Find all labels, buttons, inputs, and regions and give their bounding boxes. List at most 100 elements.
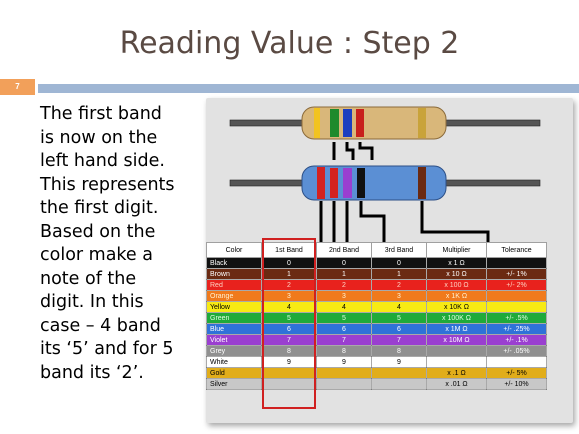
table-cell-b1: 0 <box>261 257 317 269</box>
body-line: its ‘5’ and for 5 <box>40 339 174 359</box>
column-header: Multiplier <box>426 242 487 258</box>
table-cell-color: Green <box>206 312 262 324</box>
body-line: the first digit. <box>40 198 159 218</box>
table-cell-tol <box>486 257 547 269</box>
table-header-row: Color 1st Band 2nd Band 3rd Band Multipl… <box>206 242 547 258</box>
table-cell-b1: 2 <box>261 279 317 291</box>
table-cell-color: Blue <box>206 323 262 335</box>
table-cell-mult: x 100 Ω <box>426 279 487 291</box>
table-cell-tol <box>486 301 547 313</box>
table-cell-b1: 1 <box>261 268 317 280</box>
table-cell-tol: +/- .05% <box>486 345 547 357</box>
column-header: 2nd Band <box>316 242 372 258</box>
band-brown <box>418 167 426 199</box>
band-yellow <box>314 108 320 138</box>
table-cell-color: White <box>206 356 262 368</box>
resistor-illustration <box>229 106 541 246</box>
table-cell-b2: 8 <box>316 345 372 357</box>
table-cell-b2: 2 <box>316 279 372 291</box>
table-cell-b2: 5 <box>316 312 372 324</box>
table-cell-color: Yellow <box>206 301 262 313</box>
table-cell-b2: 4 <box>316 301 372 313</box>
table-cell-tol: +/- 10% <box>486 378 547 390</box>
table-cell-mult <box>426 345 487 357</box>
table-cell-b1 <box>261 378 317 390</box>
table-cell-color: Brown <box>206 268 262 280</box>
table-cell-color: Grey <box>206 345 262 357</box>
table-cell-b2: 9 <box>316 356 372 368</box>
resistor-color-code-figure: Color 1st Band 2nd Band 3rd Band Multipl… <box>206 98 573 423</box>
table-cell-b1: 7 <box>261 334 317 346</box>
body-line: is now on the <box>40 127 158 148</box>
five-band-resistor <box>229 165 541 201</box>
table-cell-b3: 8 <box>371 345 427 357</box>
table-cell-mult <box>426 356 487 368</box>
table-cell-b2 <box>316 367 372 379</box>
table-cell-b2: 1 <box>316 268 372 280</box>
band-blue <box>343 109 352 137</box>
table-cell-mult: x .01 Ω <box>426 378 487 390</box>
table-cell-b1 <box>261 367 317 379</box>
table-row: Silver x .01 Ω+/- 10% <box>206 378 547 390</box>
body-text: The first band is now on the left hand s… <box>40 103 202 385</box>
table-cell-b3: 4 <box>371 301 427 313</box>
table-cell-b2: 7 <box>316 334 372 346</box>
table-cell-tol: +/- .5% <box>486 312 547 324</box>
table-cell-b1: 8 <box>261 345 317 357</box>
body-line: color make a <box>40 245 153 265</box>
table-cell-tol: +/- 1% <box>486 268 547 280</box>
column-header: 3rd Band <box>371 242 427 258</box>
slide-title: Reading Value : Step 2 <box>119 26 460 61</box>
table-cell-mult: x 10M Ω <box>426 334 487 346</box>
table-cell-b1: 3 <box>261 290 317 302</box>
table-cell-tol: +/- .1% <box>486 334 547 346</box>
table-cell-b3: 0 <box>371 257 427 269</box>
table-cell-b1: 6 <box>261 323 317 335</box>
table-cell-b1: 4 <box>261 301 317 313</box>
table-cell-b3: 3 <box>371 290 427 302</box>
column-header: 1st Band <box>261 242 317 258</box>
table-cell-tol: +/- 2% <box>486 279 547 291</box>
column-header: Color <box>206 242 262 258</box>
band-red <box>330 168 338 198</box>
table-cell-b3: 9 <box>371 356 427 368</box>
body-line: This represents <box>40 174 175 195</box>
body-line: Based on the <box>40 221 156 242</box>
band-violet <box>343 168 352 198</box>
body-line: digit. In this <box>40 292 144 312</box>
band-green <box>330 109 339 137</box>
table-cell-b2: 0 <box>316 257 372 269</box>
table-cell-b2: 6 <box>316 323 372 335</box>
table-cell-mult: x 1 Ω <box>426 257 487 269</box>
four-band-resistor <box>229 106 541 140</box>
table-cell-mult: x 10 Ω <box>426 268 487 280</box>
body-line: left hand side. <box>40 151 165 171</box>
table-cell-b2: 3 <box>316 290 372 302</box>
table-cell-tol <box>486 290 547 302</box>
table-cell-b3: 2 <box>371 279 427 291</box>
table-cell-color: Orange <box>206 290 262 302</box>
band-connector-lines <box>319 142 490 246</box>
band-black <box>357 168 365 198</box>
band-gold <box>418 108 426 138</box>
table-cell-b3 <box>371 367 427 379</box>
column-header: Tolerance <box>486 242 547 258</box>
table-cell-b3: 6 <box>371 323 427 335</box>
table-cell-tol <box>486 356 547 368</box>
table-cell-tol: +/- 5% <box>486 367 547 379</box>
table-cell-b3 <box>371 378 427 390</box>
band-red <box>356 109 364 137</box>
body-line: case – 4 band <box>40 315 161 336</box>
table-cell-tol: +/- .25% <box>486 323 547 335</box>
table-cell-color: Silver <box>206 378 262 390</box>
